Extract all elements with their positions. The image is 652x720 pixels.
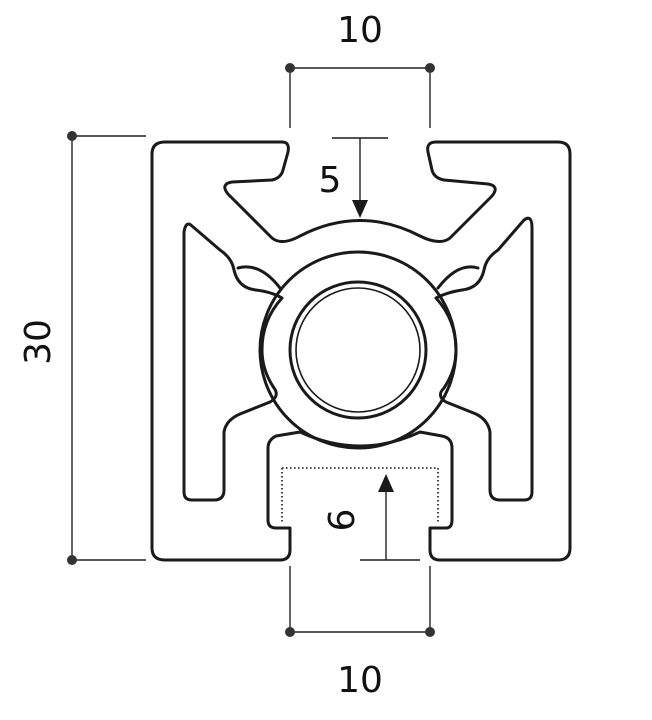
- top-dim-dot-left: [285, 63, 295, 73]
- height-dim-dot-top: [67, 131, 77, 141]
- profile-outer-outline: [150, 140, 572, 562]
- bottom-dim-dot-left: [285, 627, 295, 637]
- bottom-depth-arrowhead: [378, 474, 394, 492]
- center-tube-outer: [258, 250, 458, 450]
- profile-left-cavity: [182, 222, 284, 502]
- profile-right-cavity: [434, 216, 534, 502]
- center-tube-bore: [295, 287, 421, 413]
- center-tube-ring: [288, 280, 428, 420]
- bottom-slot-hatch: [281, 467, 439, 522]
- bottom-width-label: 10: [337, 660, 383, 701]
- top-depth-arrowhead: [352, 200, 368, 218]
- height-dim-dot-bottom: [67, 555, 77, 565]
- top-slot-depth-label: 5: [319, 160, 342, 201]
- height-label: 30: [18, 319, 59, 365]
- profile-center-web: [236, 265, 480, 290]
- bottom-slot-depth-label: 6: [322, 509, 363, 532]
- top-width-label: 10: [337, 10, 383, 51]
- bottom-dim-dot-right: [425, 627, 435, 637]
- top-dim-dot-right: [425, 63, 435, 73]
